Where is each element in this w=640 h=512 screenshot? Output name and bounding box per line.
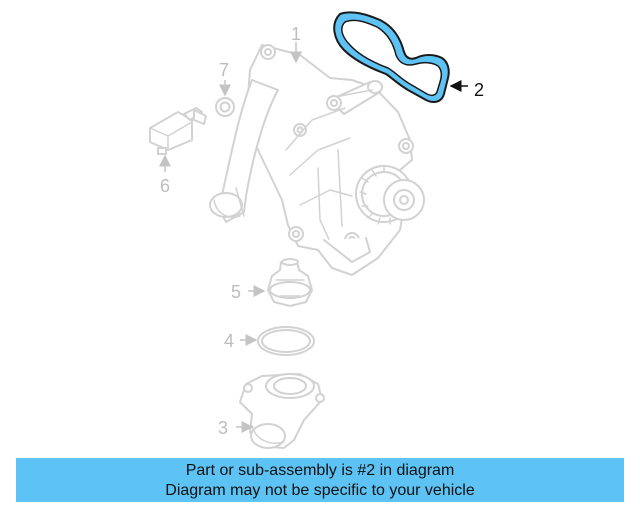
callout-7: 7 [219,60,229,80]
thermostat-part-5 [267,258,313,307]
banner-line-disclaimer: Diagram may not be specific to your vehi… [165,482,475,499]
o-ring-part-7 [215,97,235,117]
thermostat-housing-part-3 [239,373,325,449]
o-ring-part-4 [257,326,315,356]
callout-3: 3 [218,418,228,438]
callout-2: 2 [474,80,484,100]
callout-6: 6 [160,176,170,196]
banner-line-part: Part or sub-assembly is #2 in diagram [185,462,455,479]
callout-1: 1 [291,24,301,44]
water-pump-housing [209,44,425,276]
callout-5: 5 [231,282,241,302]
temperature-sensor-part-6 [149,107,207,155]
info-banner: Part or sub-assembly is #2 in diagram Di… [16,458,624,502]
gasket-part-2[interactable] [333,11,450,103]
callout-4: 4 [224,331,234,351]
